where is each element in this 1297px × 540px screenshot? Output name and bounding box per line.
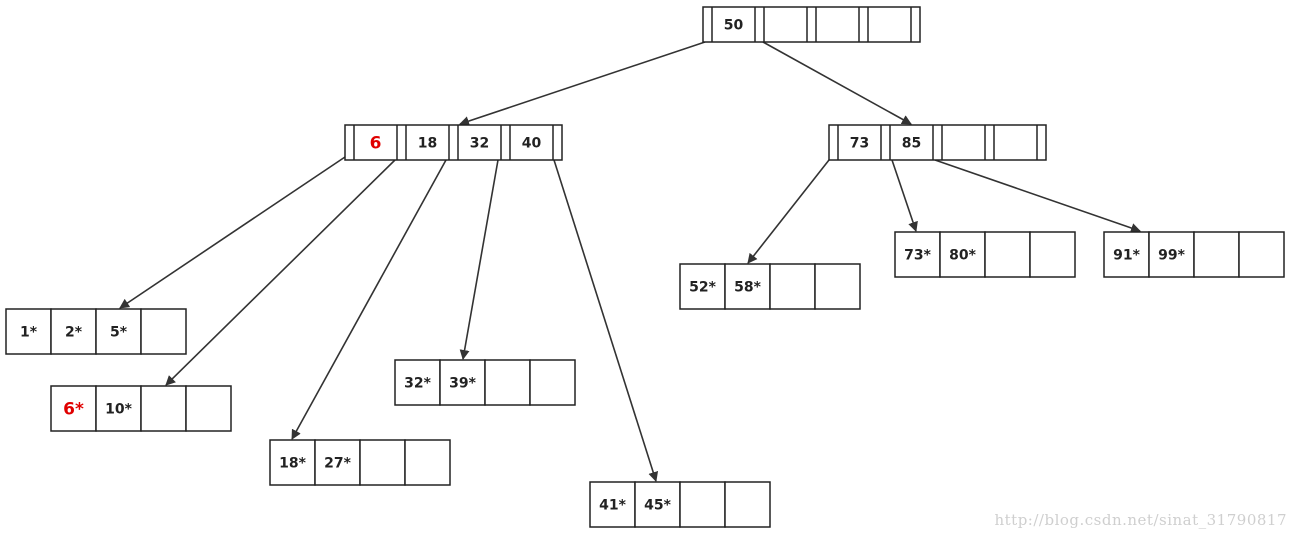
node-key: 40: [522, 136, 542, 152]
leaf-key: 6*: [63, 400, 84, 420]
leaf-cell: [984, 231, 1031, 278]
leaf-cell: [529, 359, 576, 406]
leaf-key: 2*: [65, 325, 83, 341]
leaf-cell: [679, 481, 726, 528]
pointer-arrow: [747, 159, 830, 264]
pointer-arrow: [553, 159, 659, 482]
pointer-arrow: [291, 159, 447, 440]
leaf-key: 27*: [324, 456, 351, 472]
leaf-key: 1*: [20, 325, 38, 341]
pointer-arrow: [119, 156, 346, 309]
leaf-key: 45*: [644, 498, 671, 514]
leaf-1-node: 1* 2* 5*: [5, 308, 187, 355]
pointer-arrow: [891, 159, 918, 232]
node-key: 73: [850, 136, 869, 152]
leaf-cell: [679, 263, 726, 310]
leaf-cell: [359, 439, 406, 486]
leaf-key: 73*: [904, 248, 931, 264]
watermark-text: http://blog.csdn.net/sinat_31790817: [994, 511, 1287, 529]
leaf-cell: [404, 439, 451, 486]
pointer-arrow: [762, 41, 912, 125]
leaf-cell: [724, 481, 771, 528]
leaf-cell: [634, 481, 681, 528]
internal-node-left-box: [344, 124, 563, 161]
leaf-key: 39*: [449, 376, 476, 392]
leaf-key: 80*: [949, 248, 976, 264]
leaf-cell: [185, 385, 232, 432]
leaf-cell: [50, 308, 97, 355]
leaf-cell: [1193, 231, 1240, 278]
leaf-key: 41*: [599, 498, 626, 514]
node-key: 18: [418, 136, 437, 152]
root-node-box: [702, 6, 921, 43]
leaf-18-node: 18* 27*: [269, 439, 451, 486]
leaf-key: 58*: [734, 280, 761, 296]
leaf-key: 5*: [110, 325, 128, 341]
internal-node-right: 73 85: [828, 124, 1047, 161]
pointer-arrow: [165, 159, 396, 386]
leaf-cell: [140, 385, 187, 432]
leaf-cell: [814, 263, 861, 310]
pointer-arrow: [459, 41, 706, 126]
node-key: 85: [902, 136, 921, 152]
node-key: 50: [724, 18, 744, 34]
leaf-91-node: 91* 99*: [1103, 231, 1285, 278]
leaf-cell: [439, 359, 486, 406]
leaf-key: 52*: [689, 280, 716, 296]
leaf-cell: [314, 439, 361, 486]
leaf-73-node: 73* 80*: [894, 231, 1076, 278]
node-key: 6: [370, 134, 382, 154]
internal-node-right-box: [828, 124, 1047, 161]
leaf-cell: [1238, 231, 1285, 278]
leaf-cell: [95, 308, 142, 355]
leaf-cell: [1103, 231, 1150, 278]
root-node: 50: [702, 6, 921, 43]
leaf-cell: [5, 308, 52, 355]
leaf-cell: [939, 231, 986, 278]
leaf-32-node: 32* 39*: [394, 359, 576, 406]
leaf-key: 99*: [1158, 248, 1185, 264]
edges-layer: [119, 41, 1141, 482]
leaf-52-node: 52* 58*: [679, 263, 861, 310]
leaf-cell: [95, 385, 142, 432]
pointer-arrow: [459, 159, 499, 360]
leaf-cell: [1029, 231, 1076, 278]
leaf-key: 10*: [105, 402, 132, 418]
leaf-cell: [589, 481, 636, 528]
leaf-key: 18*: [279, 456, 306, 472]
internal-node-left: 6 18 32 40: [344, 124, 563, 161]
leaf-6-node: 6* 10*: [50, 385, 232, 432]
leaf-cell: [394, 359, 441, 406]
leaf-key: 91*: [1113, 248, 1140, 264]
node-key: 32: [470, 136, 489, 152]
leaf-cell: [769, 263, 816, 310]
leaf-cell: [50, 385, 97, 432]
pointer-arrow: [934, 159, 1141, 233]
leaf-cell: [724, 263, 771, 310]
leaf-41-node: 41* 45*: [589, 481, 771, 528]
leaf-cell: [269, 439, 316, 486]
leaf-key: 32*: [404, 376, 431, 392]
leaf-cell: [140, 308, 187, 355]
leaf-cell: [484, 359, 531, 406]
